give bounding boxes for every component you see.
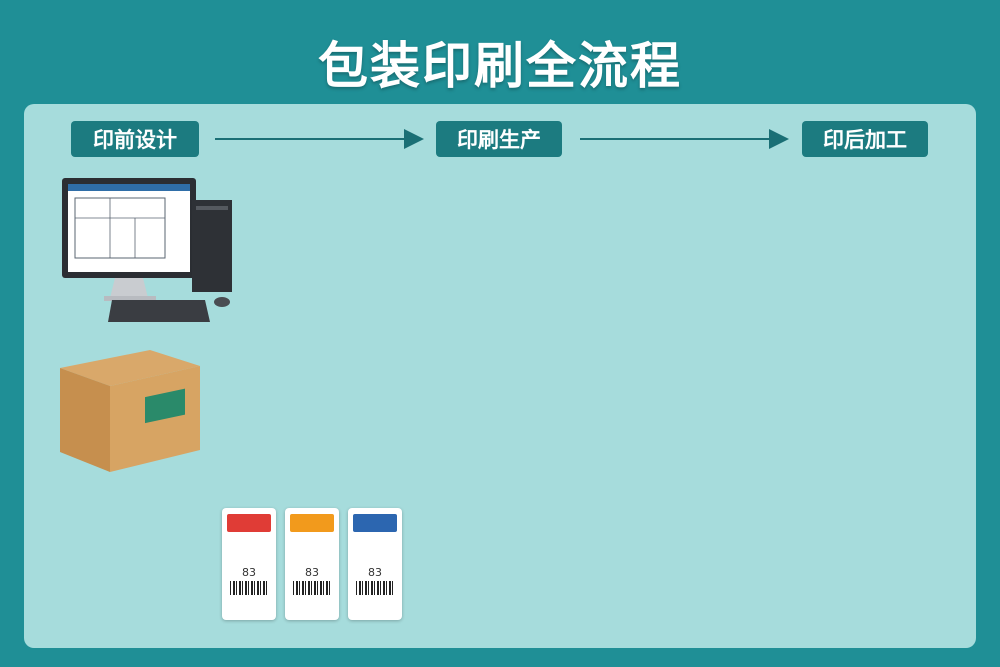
- barcode: [293, 581, 331, 595]
- barcode: [230, 581, 268, 595]
- stage-printing: 印刷生产: [436, 121, 562, 157]
- label-band: [290, 514, 334, 532]
- barcode-label-icon: 83: [222, 508, 276, 620]
- computer-icon: [62, 178, 232, 322]
- stage-prepress: 印前设计: [71, 121, 199, 157]
- barcode-label-icon: 83: [285, 508, 339, 620]
- label-band: [227, 514, 271, 532]
- stage-postpress: 印后加工: [802, 121, 928, 157]
- label-code: 83: [368, 566, 382, 579]
- label-code: 83: [242, 566, 256, 579]
- barcode: [356, 581, 394, 595]
- label-band: [353, 514, 397, 532]
- barcode-label-icon: 83: [348, 508, 402, 620]
- carton-box-icon: [60, 350, 200, 472]
- label-code: 83: [305, 566, 319, 579]
- page-title: 包装印刷全流程: [318, 37, 682, 95]
